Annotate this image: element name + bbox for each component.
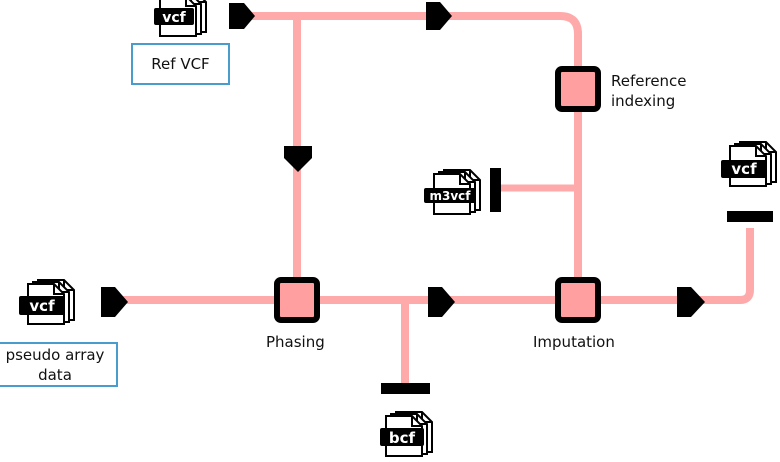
pseudo-array-file-icon: vcf — [19, 279, 75, 325]
imputation-to-vcf-output-line — [600, 228, 754, 304]
output-port-marker — [229, 3, 255, 29]
output-port-marker — [490, 168, 501, 212]
pseudo-array-label-line-1: pseudo array — [5, 346, 105, 364]
file-type-label: bcf — [389, 429, 416, 447]
input-port-marker — [428, 287, 455, 317]
port-markers — [101, 2, 773, 394]
file-type-label: vcf — [162, 10, 186, 26]
ref-vcf-file-icon: vcf — [154, 0, 207, 37]
output-port-marker — [101, 287, 128, 317]
ref-vcf-input-box[interactable]: Ref VCF — [131, 43, 230, 85]
file-type-label: vcf — [731, 160, 757, 178]
phasing-node[interactable] — [274, 277, 320, 323]
vcf-output-file-icon: vcf — [721, 141, 777, 187]
output-port-marker — [381, 383, 430, 394]
bcf-file-icon: bcf — [380, 411, 433, 457]
ref-vcf-label: Ref VCF — [151, 55, 210, 73]
reference-indexing-label: Reference indexing — [611, 72, 687, 110]
phasing-label: Phasing — [266, 333, 325, 351]
output-port-marker — [727, 211, 773, 222]
reference-indexing-node[interactable] — [555, 66, 601, 112]
file-type-label: m3vcf — [429, 189, 471, 203]
input-port-marker — [677, 287, 705, 317]
file-type-label: vcf — [29, 297, 55, 315]
imputation-label: Imputation — [533, 333, 615, 351]
ref-vcf-to-reference-indexing-line — [240, 12, 582, 88]
pseudo-array-label-line-2: data — [38, 366, 72, 384]
input-port-marker — [426, 2, 452, 30]
m3vcf-file-icon: m3vcf — [424, 169, 481, 215]
pseudo-array-input-box[interactable]: pseudo array data — [0, 342, 118, 387]
imputation-node[interactable] — [555, 277, 601, 323]
input-port-marker — [284, 146, 312, 172]
